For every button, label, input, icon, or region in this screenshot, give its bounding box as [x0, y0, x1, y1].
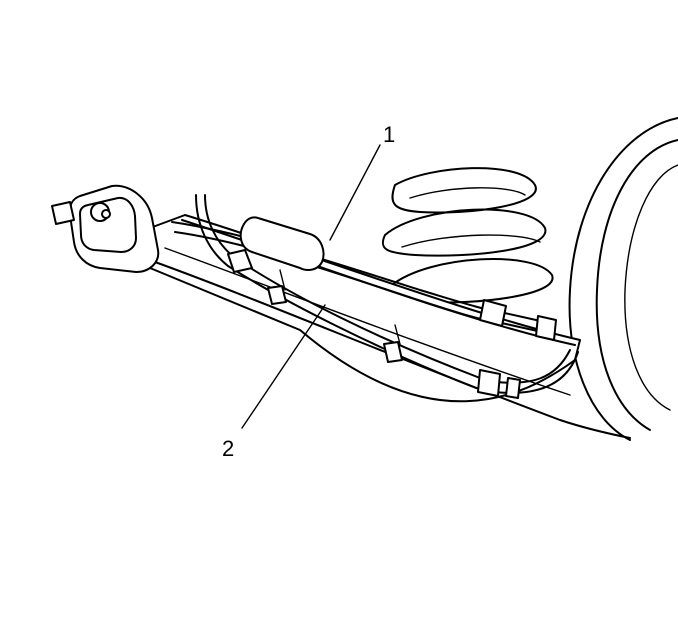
axle-beam — [149, 214, 631, 439]
wheel-tire — [568, 117, 678, 441]
callout-1-label: 1 — [383, 122, 395, 147]
bushing-mount — [51, 184, 160, 273]
callout-2-leader — [241, 304, 326, 429]
brake-line-2 — [195, 194, 579, 399]
brake-line-1 — [171, 216, 557, 341]
coil-spring — [381, 167, 554, 304]
callout-2-label: 2 — [222, 436, 234, 461]
callout-1-leader — [329, 144, 381, 241]
